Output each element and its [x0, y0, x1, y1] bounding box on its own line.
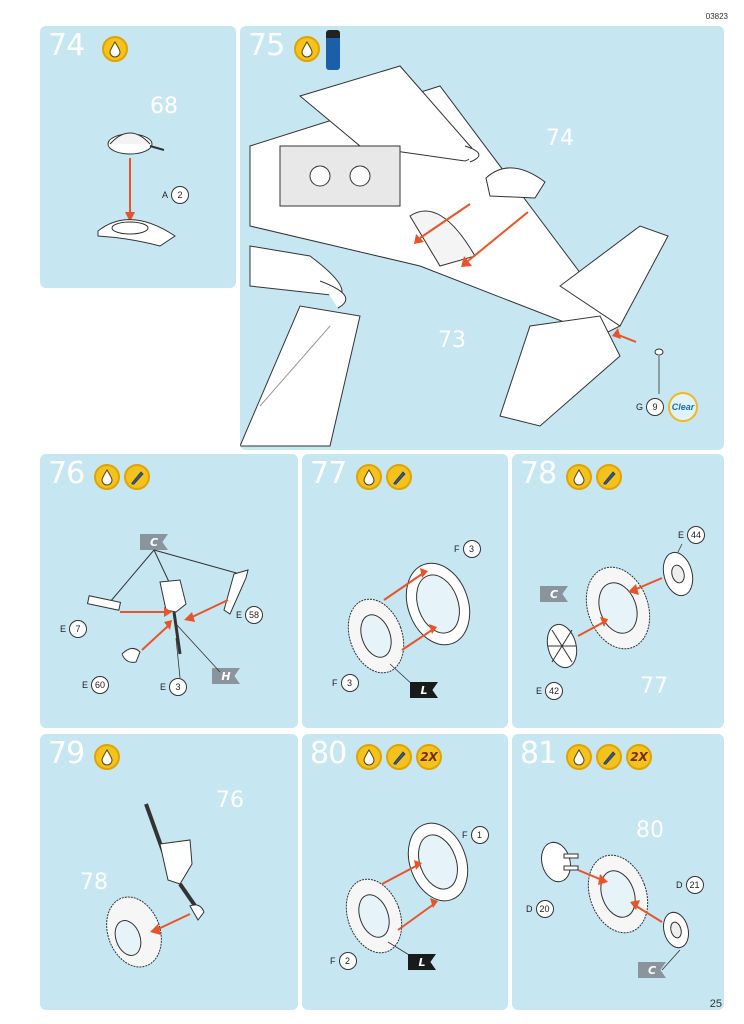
- ghost-part-number: 68: [150, 94, 178, 119]
- step-75-panel: 75 74 73: [240, 26, 724, 450]
- sprue-letter: E: [160, 682, 167, 692]
- part-callout-d20: D 20: [526, 900, 554, 918]
- ghost-part-number-78: 78: [80, 870, 108, 895]
- part-number: 21: [685, 876, 704, 894]
- part-callout-f2: F 2: [330, 952, 357, 970]
- part-callout-g9: G 9: [636, 398, 665, 416]
- glue-drop-icon: [94, 464, 120, 490]
- step-74-drawing: [97, 132, 176, 247]
- sprue-letter: E: [60, 624, 67, 634]
- step-78-panel: 78 C 77 E 44 E 42: [512, 454, 724, 728]
- part-number: 2: [338, 952, 357, 970]
- ghost-part-number-76: 76: [216, 788, 244, 813]
- part-number: 2: [171, 186, 190, 204]
- step-76-panel: 76 C H E 7 E 58 E 60 E 3: [40, 454, 298, 728]
- quantity-multiplier-badge: 2X: [626, 744, 652, 770]
- sprue-letter: E: [678, 530, 685, 540]
- step-number: 74: [48, 28, 85, 63]
- step-79-assembly-drawing: [106, 803, 205, 968]
- step-80-wheel-drawing: [345, 822, 469, 959]
- sprue-letter: F: [462, 830, 468, 840]
- color-flag-c: C: [540, 586, 568, 602]
- ghost-part-number: 80: [636, 818, 664, 843]
- part-callout-d21: D 21: [676, 876, 704, 894]
- step-number: 81: [520, 736, 557, 771]
- step-80-panel: 80 2X F 1 F 2 L: [302, 734, 508, 1010]
- part-number: 42: [545, 682, 564, 700]
- step-number: 77: [310, 456, 347, 491]
- glue-drop-icon: [102, 36, 128, 62]
- paint-brush-icon: [386, 744, 412, 770]
- glue-drop-icon: [94, 744, 120, 770]
- part-callout-e42: E 42: [536, 682, 564, 700]
- paint-bottle-icon: [326, 30, 340, 70]
- part-number: 7: [69, 620, 88, 638]
- paint-brush-icon: [596, 744, 622, 770]
- glue-drop-icon: [294, 36, 320, 62]
- step-76-landing-gear-drawing: [86, 549, 249, 679]
- part-number: 3: [169, 678, 188, 696]
- color-flag-l: L: [410, 682, 438, 698]
- sprue-letter: F: [454, 544, 460, 554]
- paint-brush-icon: [124, 464, 150, 490]
- step-number: 78: [520, 456, 557, 491]
- glue-drop-icon: [356, 464, 382, 490]
- part-number: 3: [462, 540, 481, 558]
- glue-drop-icon: [356, 744, 382, 770]
- part-callout-e7: E 7: [60, 620, 88, 638]
- color-flag-l: L: [408, 954, 436, 970]
- page-number: 25: [709, 998, 722, 1010]
- color-flag-c: C: [638, 962, 666, 978]
- sprue-letter: E: [236, 610, 243, 620]
- part-callout-f3-bottom: F 3: [332, 674, 359, 692]
- ghost-part-number-74: 74: [546, 126, 574, 151]
- step-number: 76: [48, 456, 85, 491]
- part-number: 1: [470, 826, 489, 844]
- sprue-letter: E: [82, 680, 89, 690]
- sprue-letter: D: [676, 880, 683, 890]
- part-number: 44: [687, 526, 706, 544]
- clear-paint-badge: Clear: [668, 392, 698, 422]
- part-callout-a2: A 2: [162, 186, 190, 204]
- sprue-letter: G: [636, 402, 644, 412]
- color-flag-h: H: [212, 668, 240, 684]
- step-78-wheel-drawing: [546, 543, 694, 669]
- part-callout-e44: E 44: [678, 526, 706, 544]
- part-number: 20: [535, 900, 554, 918]
- glue-drop-icon: [566, 464, 592, 490]
- part-callout-f1: F 1: [462, 826, 489, 844]
- part-number: 60: [91, 676, 110, 694]
- part-callout-e58: E 58: [236, 606, 264, 624]
- quantity-multiplier-badge: 2X: [416, 744, 442, 770]
- glue-drop-icon: [566, 744, 592, 770]
- part-number: 58: [245, 606, 264, 624]
- paint-brush-icon: [596, 464, 622, 490]
- part-number: 3: [340, 674, 359, 692]
- part-callout-e3: E 3: [160, 678, 188, 696]
- part-callout-f3-top: F 3: [454, 540, 481, 558]
- step-number: 79: [48, 736, 85, 771]
- step-77-panel: 77 F 3 F 3 L: [302, 454, 508, 728]
- sprue-letter: D: [526, 904, 533, 914]
- color-flag-c: C: [140, 534, 168, 550]
- part-number: 9: [646, 398, 665, 416]
- step-number: 80: [310, 736, 347, 771]
- ghost-part-number-73: 73: [438, 328, 466, 353]
- sprue-letter: E: [536, 686, 543, 696]
- step-number: 75: [248, 28, 285, 63]
- sprue-letter: F: [330, 956, 336, 966]
- document-code: 03823: [705, 12, 728, 21]
- step-81-wheel-drawing: [541, 841, 689, 971]
- sprue-letter: F: [332, 678, 338, 688]
- step-74-panel: 74 68 A 2: [40, 26, 236, 288]
- paint-brush-icon: [386, 464, 412, 490]
- sprue-letter: A: [162, 190, 169, 200]
- step-75-aircraft-drawing: [240, 65, 669, 447]
- step-79-panel: 79 76 78: [40, 734, 298, 1010]
- ghost-part-number: 77: [640, 674, 668, 699]
- part-callout-e60: E 60: [82, 676, 110, 694]
- step-81-panel: 81 2X 80 D 20 D 21 C: [512, 734, 724, 1010]
- step-77-wheel-drawing: [347, 562, 471, 687]
